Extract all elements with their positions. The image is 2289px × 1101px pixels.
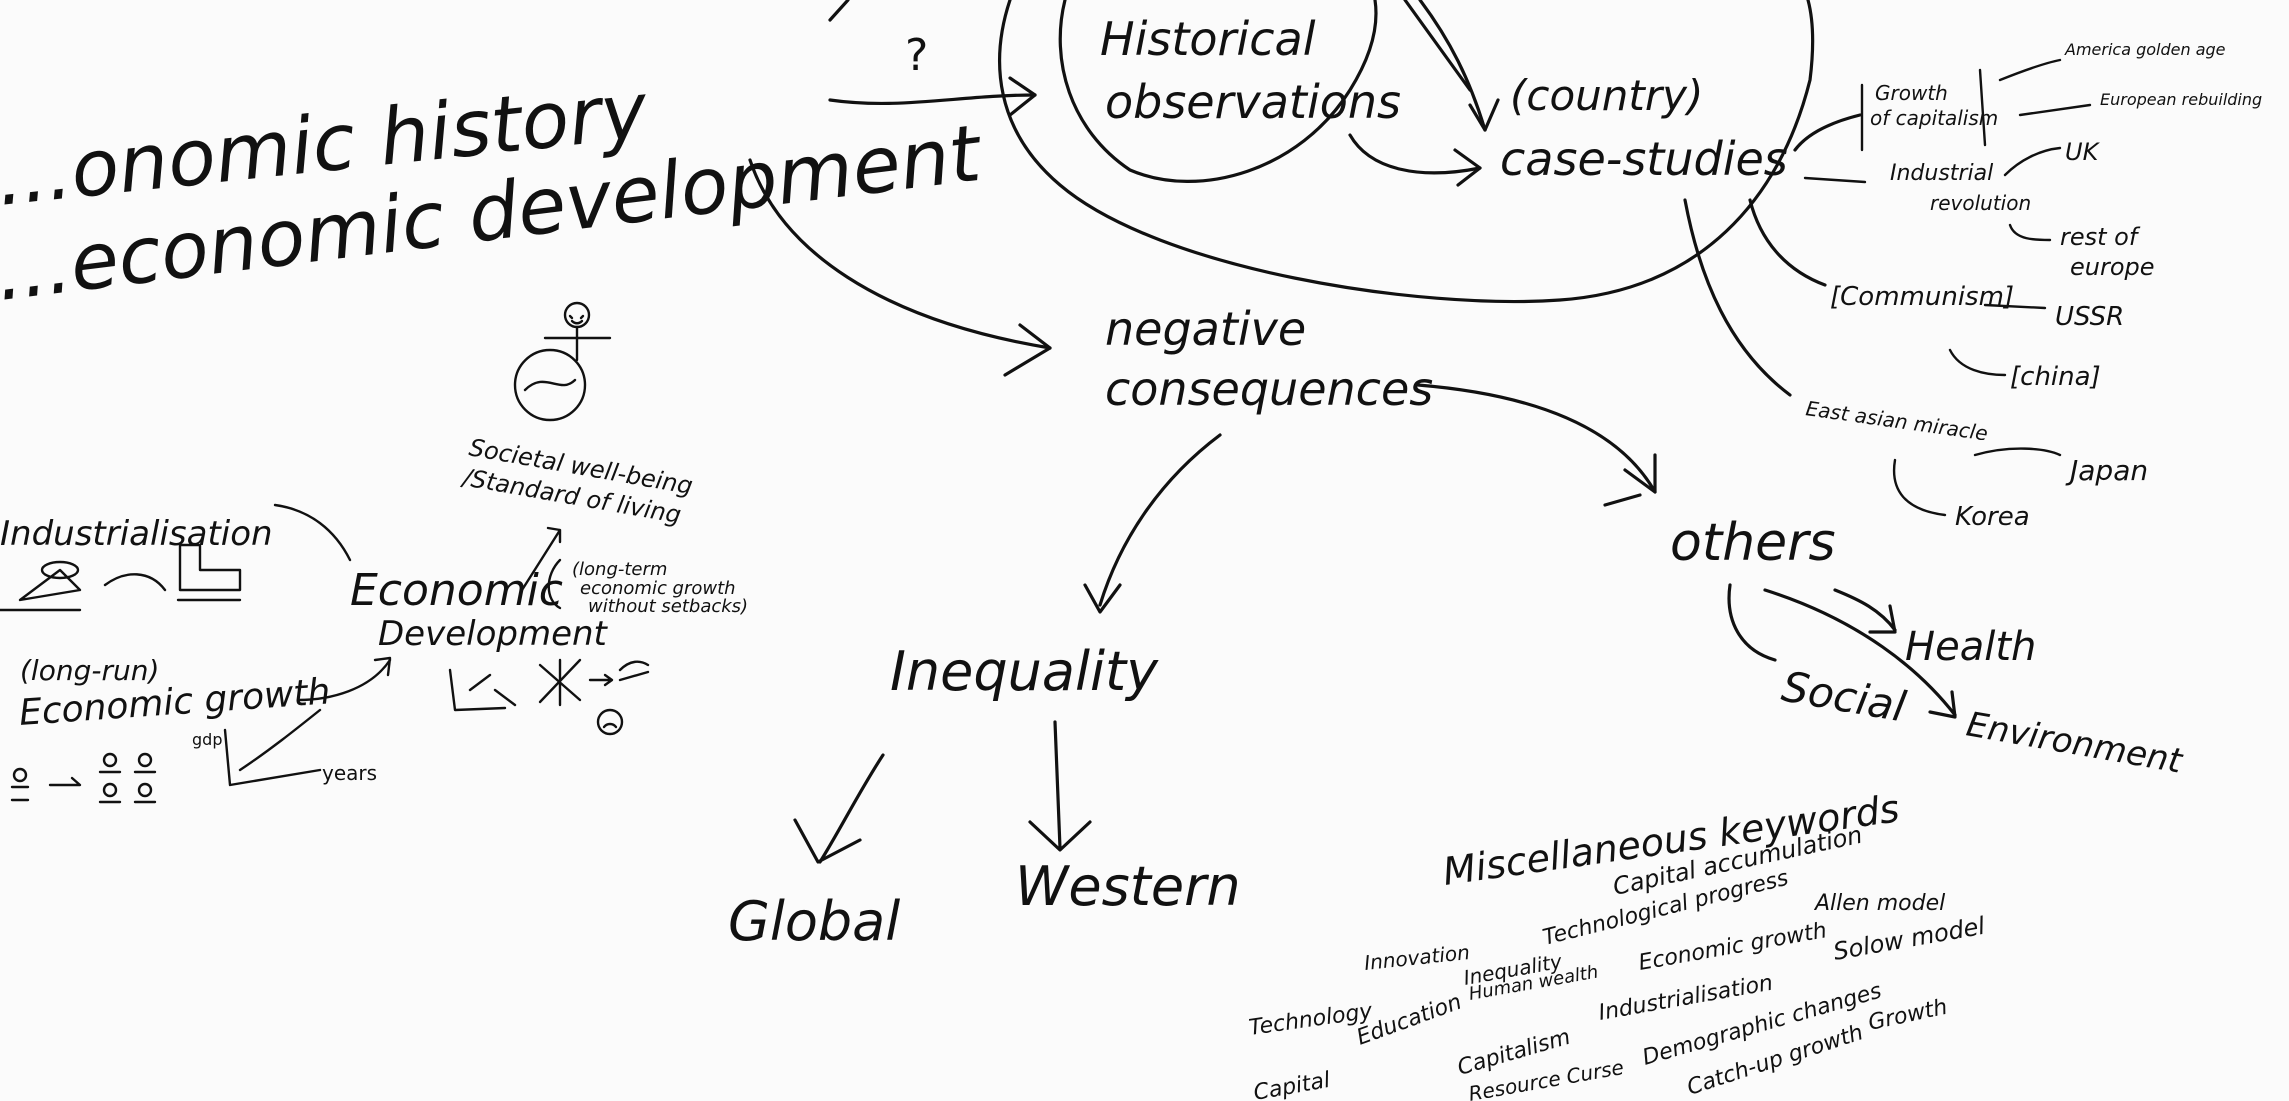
arrow-growth-to-america	[1998, 58, 2062, 82]
node-capitalism: of capitalism	[1870, 106, 1998, 130]
arrow-top-to-case	[1418, 0, 1487, 132]
arrow-historical-to-case	[1348, 133, 1482, 175]
arrow-head	[373, 656, 392, 677]
node-uk: UK	[2065, 138, 2101, 166]
node-economic: Economic	[350, 565, 563, 616]
outer-circle	[998, 0, 1815, 304]
question-mark: ?	[905, 30, 928, 81]
circle-crossing	[1403, 0, 1472, 92]
arrow-others-to-social	[1727, 583, 1777, 662]
node-east-asian: East asian miracle	[1804, 396, 1989, 445]
wellbeing-sketch	[513, 301, 612, 422]
keyword-item: Solow model	[1831, 912, 1987, 966]
development-axis-sketch	[448, 658, 650, 736]
arrow-head	[1623, 453, 1657, 494]
arrow-industrial-to-europe	[2008, 223, 2052, 242]
arrow-development-to-wellbeing	[520, 526, 562, 592]
node-case-studies: case-studies	[1500, 132, 1788, 186]
axis-years-label: years	[322, 761, 377, 785]
node-global: Global	[728, 890, 900, 953]
node-health: Health	[1905, 624, 2036, 670]
node-long-run: (long-run)	[20, 654, 159, 687]
arrow-head	[1008, 76, 1037, 117]
node-negative: negative	[1105, 302, 1306, 356]
arrow-head	[1083, 583, 1122, 614]
node-inequality: Inequality	[890, 640, 1159, 703]
arrow-head	[1003, 323, 1052, 377]
arrow-stub-top	[828, 0, 850, 22]
node-america: America golden age	[2064, 40, 2226, 59]
keyword-item: Capital	[1252, 1068, 1332, 1101]
arrow-inequality-to-western	[1053, 720, 1062, 850]
node-europe: europe	[2070, 253, 2155, 281]
inner-circle	[1058, 0, 1378, 183]
node-revolution: revolution	[1930, 191, 2031, 215]
arrow-head	[1468, 98, 1500, 132]
node-social: Social	[1778, 662, 1909, 732]
population-sketch	[10, 752, 157, 804]
factory-sketch	[0, 543, 242, 612]
arrow-communism-to-china	[1948, 348, 2007, 377]
node-western: Western	[1015, 855, 1241, 918]
arrow-case-to-communism	[1748, 198, 1827, 287]
axis-gdp-label: gdp	[192, 730, 222, 749]
arrow-others-to-health	[1833, 588, 1897, 632]
arrow-industrialisation-to-development	[273, 503, 352, 562]
node-development: Development	[378, 614, 609, 654]
arrow-east-asian-to-korea	[1892, 458, 1947, 517]
keyword-item: Innovation	[1363, 940, 1471, 975]
arrow-case-to-industrial	[1803, 176, 1867, 184]
arrow-head	[1028, 820, 1092, 852]
node-korea: Korea	[1955, 502, 2030, 532]
arrow-case-to-east-asian	[1683, 198, 1792, 397]
bracket-longterm	[547, 558, 562, 610]
keyword-item: Allen model	[1813, 891, 1945, 916]
node-european: European rebuilding	[2100, 90, 2262, 109]
arrow-inequality-to-global	[818, 753, 885, 864]
node-longterm-1: (long-term	[572, 559, 667, 580]
node-growth: Growth	[1875, 81, 1948, 105]
node-ussr: USSR	[2055, 302, 2124, 332]
arrow-title-to-historical	[828, 93, 1037, 106]
node-others: others	[1670, 513, 1836, 573]
arrow-head	[793, 818, 862, 864]
node-china: [china]	[2010, 362, 2101, 392]
node-rest-of: rest of	[2060, 223, 2141, 251]
node-historical: Historical	[1100, 12, 1316, 66]
arrow-others-to-environment	[1763, 588, 1957, 717]
node-observations: observations	[1105, 75, 1401, 129]
node-longterm-2: economic growth	[580, 578, 736, 599]
arrow-growth-to-european	[2018, 103, 2092, 117]
node-industrialisation: Industrialisation	[0, 514, 273, 554]
node-japan: Japan	[2065, 454, 2148, 487]
arrow-east-asian-to-japan	[1973, 447, 2062, 457]
arrow-negative-to-inequality	[1098, 433, 1222, 607]
node-environment: Environment	[1963, 704, 2186, 782]
growth-brackets	[1860, 68, 1987, 152]
growth-axes-sketch: gdp years	[192, 708, 377, 787]
keyword-item: Economic growth	[1637, 918, 1829, 976]
arrow-head	[1868, 604, 1897, 634]
underline-mark	[1603, 493, 1642, 507]
node-longterm-3: without setbacks)	[588, 596, 748, 617]
node-industrial: Industrial	[1890, 161, 1993, 186]
arrow-communism-to-ussr	[1983, 303, 2047, 310]
node-consequences: consequences	[1105, 362, 1433, 416]
arrow-head	[1928, 690, 1957, 719]
arrow-head	[1453, 148, 1482, 187]
arrow-industrial-to-uk	[2003, 146, 2062, 177]
node-communism: [Communism]	[1830, 282, 2014, 312]
arrow-title-to-negative	[748, 158, 1052, 350]
arrow-growth-to-development	[296, 658, 392, 702]
node-country: (country)	[1510, 71, 1703, 120]
arrow-negative-to-others	[1416, 383, 1657, 494]
arrow-case-to-growth	[1793, 113, 1862, 152]
